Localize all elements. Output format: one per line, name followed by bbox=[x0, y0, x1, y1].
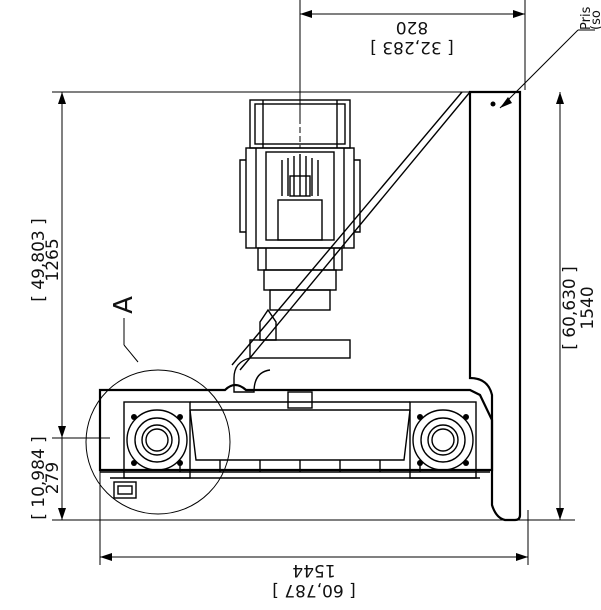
prism-note-line2: (so bbox=[589, 10, 601, 30]
motor bbox=[239, 99, 361, 271]
top-width-in: [ 32,283 ] bbox=[370, 37, 454, 57]
dimension-texts: 820 [ 32,283 ] 1544 [ 60,787 ] [ 49,803 … bbox=[29, 6, 601, 600]
left-base-mm: 279 bbox=[43, 462, 63, 494]
pump-unit-drawing bbox=[85, 90, 522, 522]
bottom-width-mm: 1544 bbox=[292, 560, 335, 580]
base-frame bbox=[98, 383, 494, 479]
detail-a-label: A bbox=[109, 296, 139, 314]
right-flange bbox=[409, 401, 477, 479]
right-height-mm: 1540 bbox=[578, 286, 598, 329]
right-height-in: [ 60,630 ] bbox=[560, 266, 580, 350]
left-base-in: [ 10,984 ] bbox=[29, 436, 49, 520]
left-flange bbox=[113, 401, 191, 499]
dimension-lines bbox=[52, 0, 595, 565]
prism-note-line1: Pris bbox=[579, 6, 594, 30]
left-height-in: [ 49,803 ] bbox=[29, 218, 49, 302]
detail-a-circle bbox=[85, 369, 231, 515]
coupling bbox=[233, 269, 351, 393]
left-height-mm: 1265 bbox=[43, 238, 63, 281]
top-width-mm: 820 bbox=[396, 17, 428, 37]
bottom-width-in: [ 60,787 ] bbox=[272, 580, 356, 600]
